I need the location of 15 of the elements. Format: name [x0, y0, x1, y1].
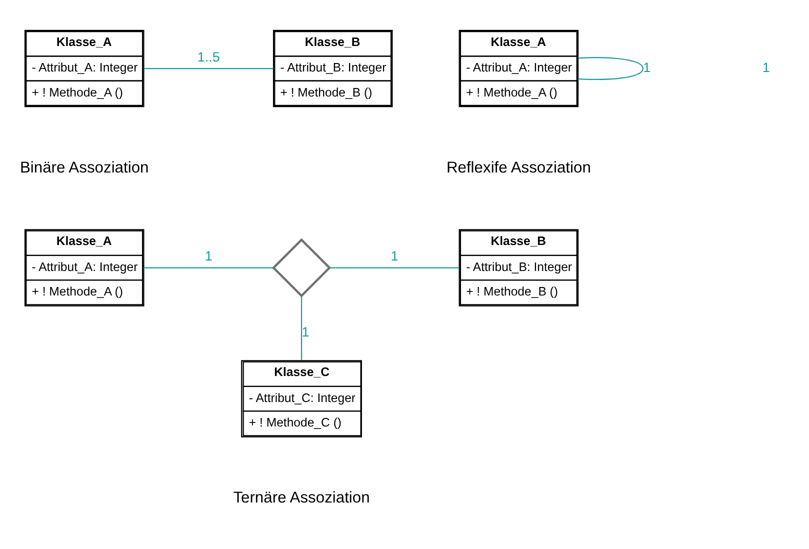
- label: 1: [762, 60, 770, 76]
- connector: [144, 68, 274, 70]
- connector: [578, 57, 644, 80]
- connector: [144, 267, 274, 268]
- label: Ternäre Assoziation: [233, 490, 370, 507]
- label: Reflexife Assoziation: [446, 159, 591, 176]
- connector: [300, 296, 302, 360]
- node-diamond: [272, 238, 332, 298]
- edge-label: 1: [204, 248, 212, 264]
- edge-label: 1: [390, 248, 398, 264]
- label: Binäre Assoziation: [20, 159, 149, 176]
- edge-label: 1: [302, 324, 310, 340]
- connector: [330, 267, 460, 268]
- edge-label: 1: [643, 60, 651, 76]
- edge-label: 1..5: [197, 49, 220, 64]
